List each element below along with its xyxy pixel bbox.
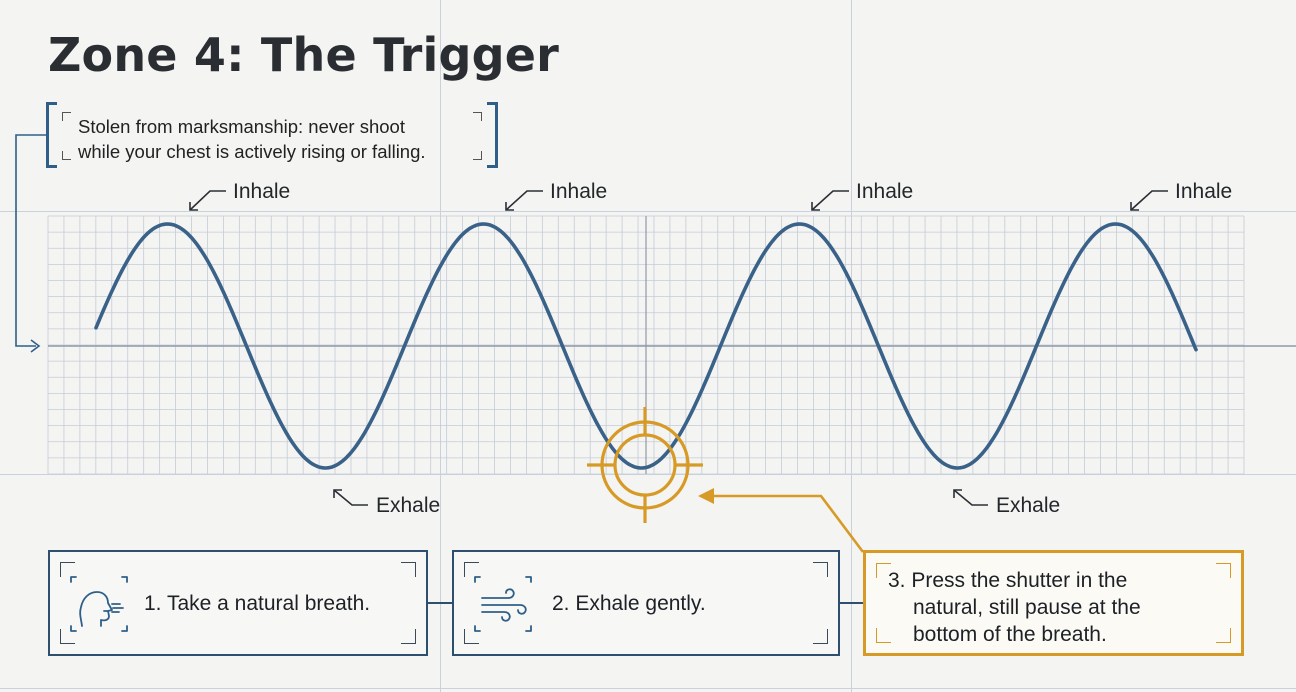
inhale-pointer bbox=[811, 190, 849, 211]
guide-line bbox=[0, 474, 1296, 475]
guide-line bbox=[0, 688, 1296, 689]
note-line-1: Stolen from marksmanship: never shoot bbox=[78, 116, 405, 137]
inhale-pointer bbox=[1130, 190, 1168, 211]
step-1-card: 1. Take a natural breath. bbox=[48, 550, 428, 656]
note-corner-mark bbox=[62, 151, 71, 160]
exhale-pointer bbox=[333, 489, 368, 506]
breath-sine-wave bbox=[94, 222, 1198, 470]
graph-grid bbox=[47, 215, 1296, 475]
exhale-pointer bbox=[953, 489, 988, 506]
exhale-label: Exhale bbox=[376, 494, 441, 517]
breathing-face-icon bbox=[70, 576, 128, 632]
step-2-card: 2. Exhale gently. bbox=[452, 550, 840, 656]
note-bracket-left bbox=[46, 102, 57, 168]
step-1-text: 1. Take a natural breath. bbox=[144, 592, 371, 615]
exhale-label: Exhale bbox=[996, 494, 1061, 517]
card-corner-mark bbox=[60, 562, 75, 577]
inhale-pointer-head bbox=[1130, 202, 1139, 211]
inhale-pointer-head bbox=[189, 202, 198, 211]
marksmanship-note: Stolen from marksmanship: never shoot wh… bbox=[46, 102, 498, 168]
card-corner-mark bbox=[813, 562, 828, 577]
step-2-text: 2. Exhale gently. bbox=[552, 592, 706, 615]
wave-label-pointers bbox=[189, 190, 1168, 506]
connector-arrowhead bbox=[30, 339, 41, 353]
step-3-text-line-1: 3. Press the shutter in the bbox=[888, 569, 1128, 592]
inhale-pointer bbox=[189, 190, 226, 211]
inhale-pointer-head bbox=[505, 202, 514, 211]
exhale-pointer-head bbox=[333, 489, 342, 498]
note-corner-mark bbox=[62, 112, 71, 121]
card-corner-mark bbox=[1216, 563, 1231, 578]
card-corner-mark bbox=[464, 629, 479, 644]
card-corner-mark bbox=[876, 628, 891, 643]
inhale-pointer bbox=[505, 190, 543, 211]
note-corner-mark bbox=[473, 151, 482, 160]
card-corner-mark bbox=[401, 562, 416, 577]
note-line-2: while your chest is actively rising or f… bbox=[78, 141, 426, 162]
wind-icon bbox=[474, 576, 532, 632]
note-connector-line bbox=[15, 134, 46, 347]
exhale-pointer-head bbox=[953, 489, 962, 498]
shutter-pointer-arrowhead bbox=[698, 488, 714, 504]
inhale-pointer-head bbox=[811, 202, 820, 211]
crosshair-target-icon bbox=[587, 407, 703, 523]
note-corner-mark bbox=[473, 112, 482, 121]
card-corner-mark bbox=[60, 629, 75, 644]
card-corner-mark bbox=[876, 563, 891, 578]
step-3-text-line-3: bottom of the breath. bbox=[913, 623, 1107, 646]
inhale-label: Inhale bbox=[1175, 180, 1233, 203]
page-title: Zone 4: The Trigger bbox=[48, 28, 559, 82]
inhale-label: Inhale bbox=[233, 180, 291, 203]
card-corner-mark bbox=[1216, 628, 1231, 643]
card-corner-mark bbox=[464, 562, 479, 577]
guide-line bbox=[0, 211, 1296, 212]
step-3-card: 3. Press the shutter in the natural, sti… bbox=[863, 550, 1244, 656]
inhale-label: Inhale bbox=[856, 180, 914, 203]
card-corner-mark bbox=[401, 629, 416, 644]
shutter-pointer-arrow bbox=[712, 494, 865, 553]
note-bracket-right bbox=[487, 102, 498, 168]
inhale-label: Inhale bbox=[550, 180, 608, 203]
step-3-text-line-2: natural, still pause at the bbox=[913, 596, 1141, 619]
card-corner-mark bbox=[813, 629, 828, 644]
